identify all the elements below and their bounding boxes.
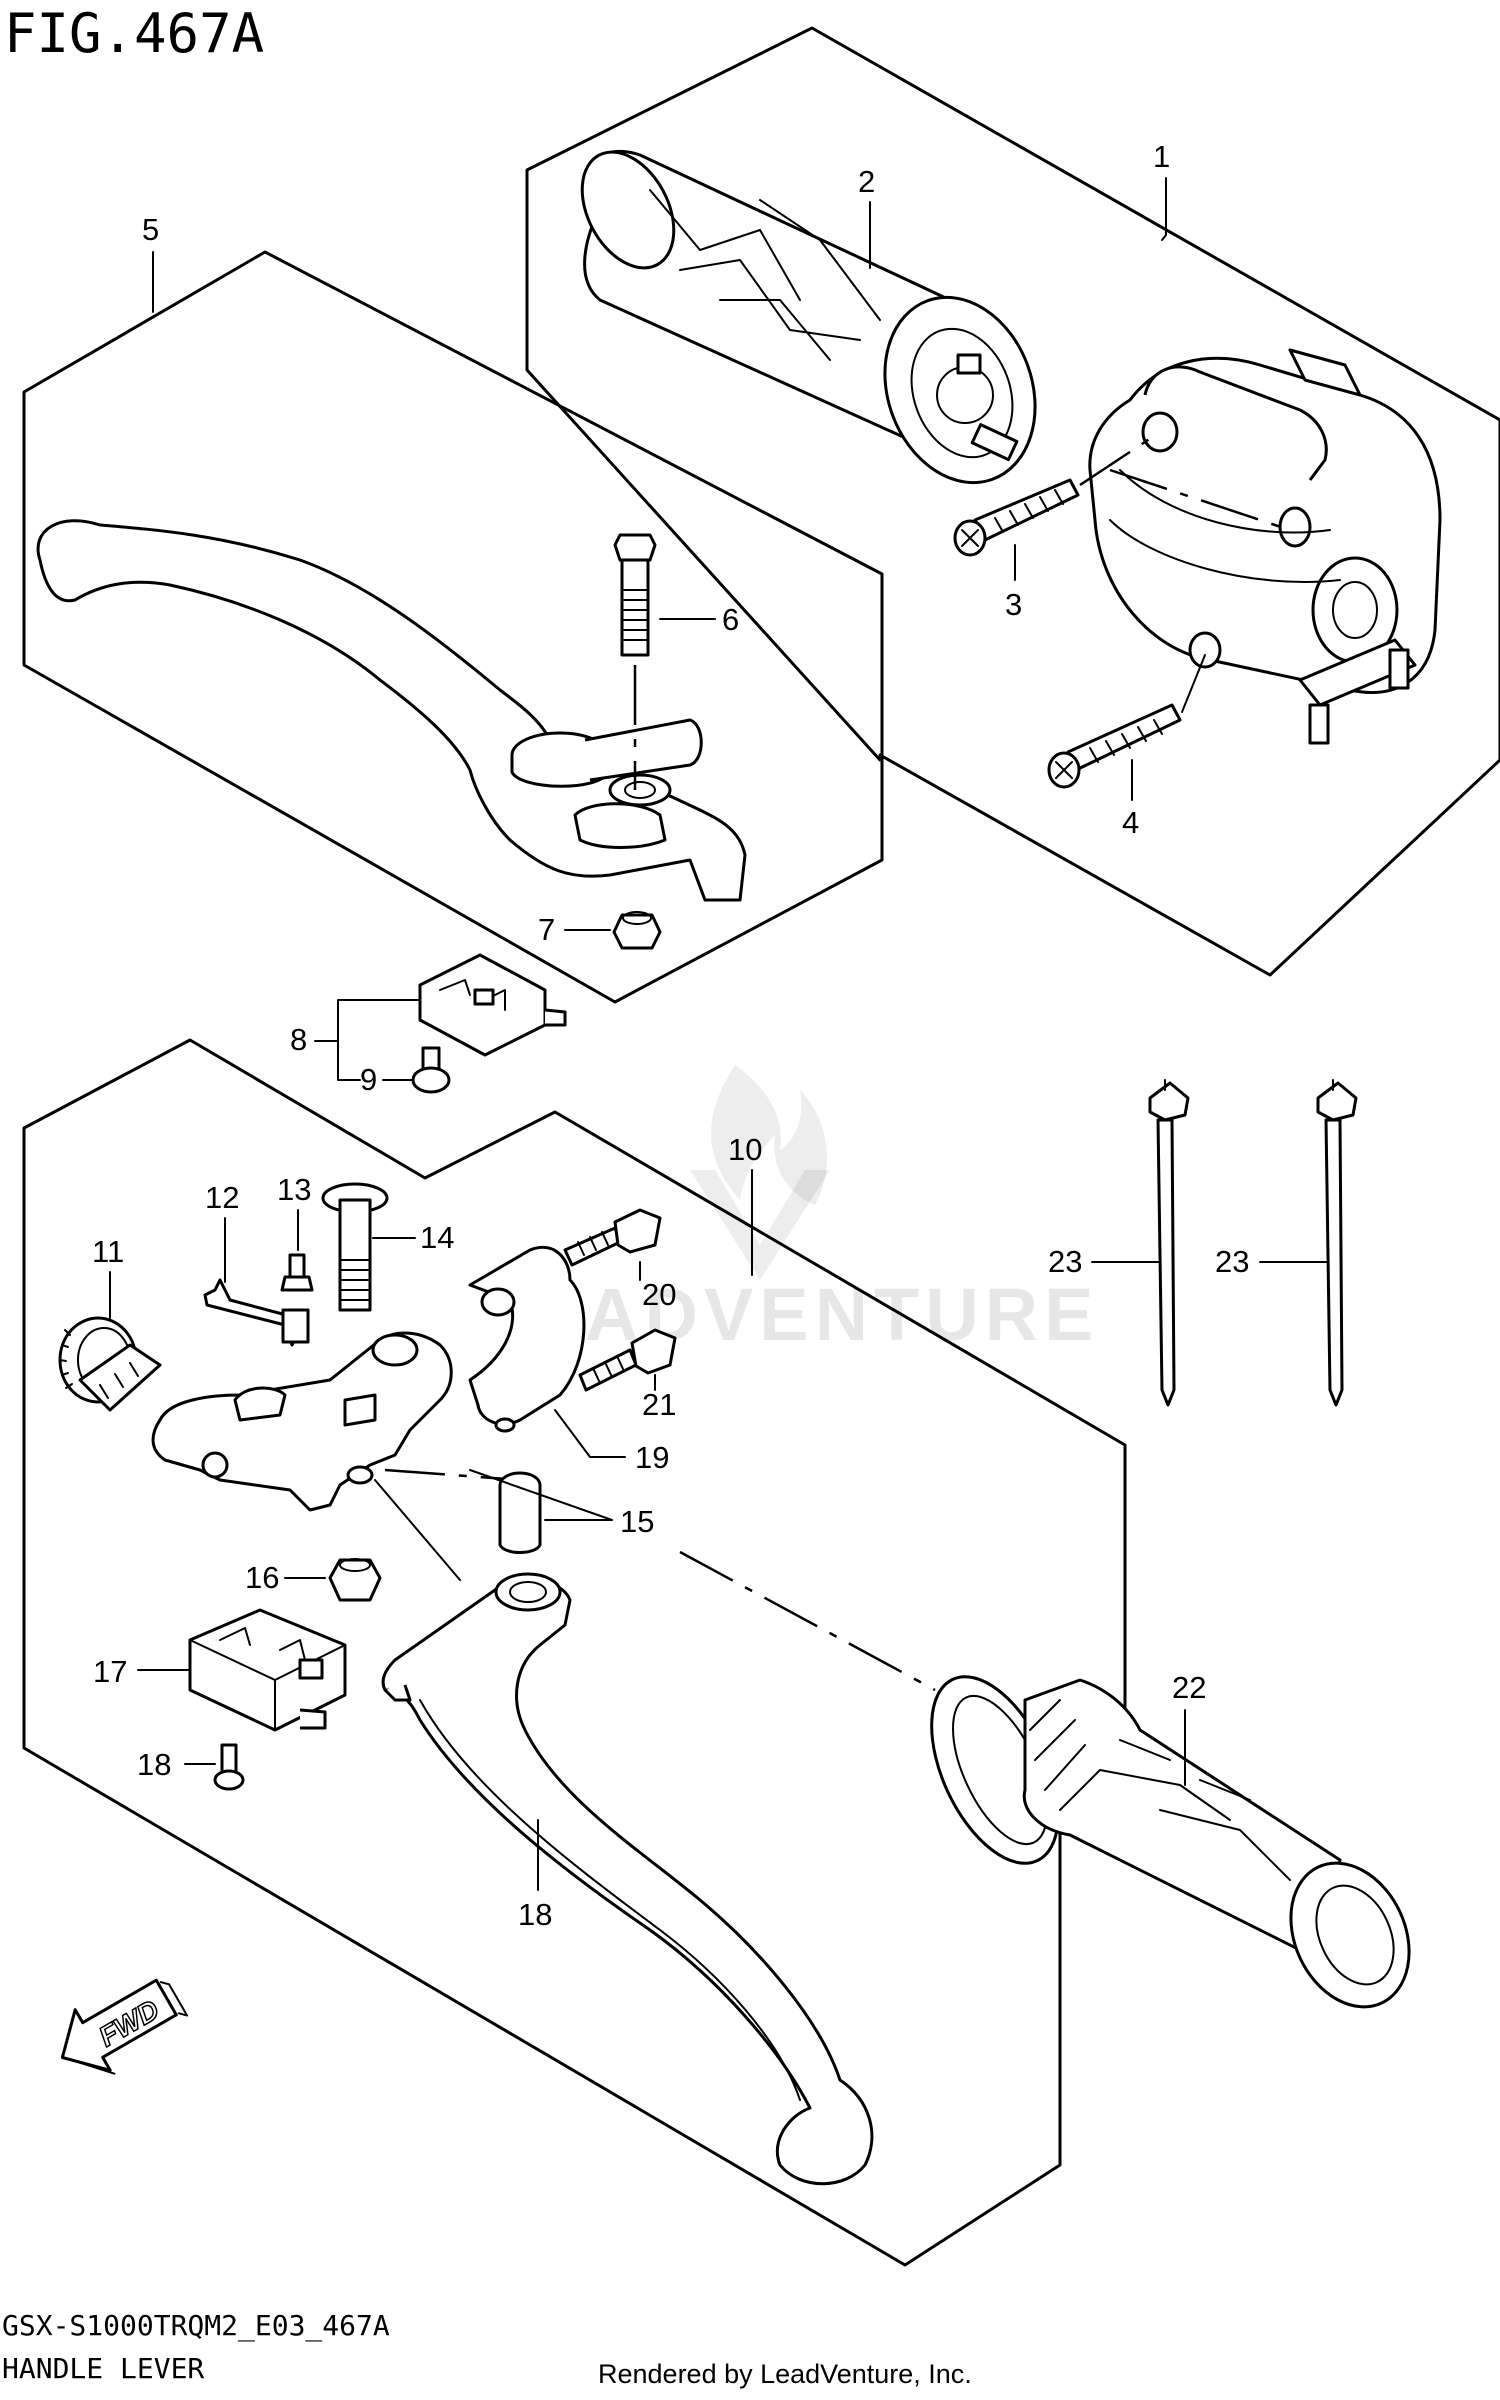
part-7-nut[interactable] [612, 911, 662, 950]
part-21-screw[interactable] [280, 1253, 314, 1292]
axis-line [679, 1550, 936, 1692]
part-17-screw[interactable] [213, 1743, 245, 1791]
part-5-brake-lever[interactable] [36, 519, 747, 902]
part-12-clutch-lever[interactable] [381, 1572, 874, 2186]
part-20-clip[interactable] [203, 1278, 310, 1347]
watermark-v-icon [690, 1170, 830, 1280]
callout-3: 3 [1005, 587, 1022, 622]
callout-19: 11 [92, 1234, 124, 1269]
part-8-brake-switch[interactable] [418, 953, 567, 1057]
callout-18b: 21 [642, 1387, 676, 1422]
callout-12: 18 [518, 1897, 552, 1932]
part-14-collar[interactable] [498, 1471, 542, 1554]
callout-11: 10 [728, 1132, 762, 1167]
part-2-throttle-grip[interactable] [564, 136, 1061, 503]
assembly-box-1 [525, 26, 1500, 977]
leader-1 [1161, 177, 1167, 241]
part-23-cable-tie-left[interactable] [1148, 1079, 1190, 1407]
part-9-screw[interactable] [411, 1046, 451, 1094]
part-15-nut[interactable] [328, 1558, 382, 1602]
callout-8: 8 [290, 1022, 307, 1057]
rendered-by: Rendered by LeadVenture, Inc. [598, 2359, 972, 2389]
part-10-left-grip[interactable] [906, 1657, 1432, 2026]
callout-14: 15 [620, 1504, 654, 1539]
section-name: HANDLE LEVER [2, 2352, 204, 2385]
callout-16: 17 [93, 1654, 127, 1689]
leader-8 [314, 999, 421, 1081]
part-23-cable-tie-right[interactable] [1316, 1079, 1358, 1407]
leader-14 [469, 1469, 613, 1521]
callout-18a: 20 [642, 1277, 676, 1312]
part-6-bolt[interactable] [613, 533, 657, 790]
callout-2: 2 [858, 164, 875, 199]
callout-9: 9 [360, 1062, 377, 1097]
part-4-screw[interactable] [1047, 654, 1206, 789]
part-18-bolt-lower[interactable] [578, 1328, 677, 1392]
callout-23b: 23 [1215, 1244, 1249, 1279]
callout-23a: 23 [1048, 1244, 1082, 1279]
callout-22: 19 [635, 1440, 669, 1475]
callout-13: 14 [420, 1220, 454, 1255]
callout-21: 13 [277, 1172, 311, 1207]
part-13-pivot-bolt[interactable] [321, 1182, 389, 1312]
callout-5: 5 [142, 212, 159, 247]
watermark-flame-icon [711, 1065, 827, 1205]
clutch-lever-holder[interactable] [151, 1331, 521, 1581]
callout-1: 1 [1153, 139, 1170, 174]
part-3-screw[interactable] [953, 430, 1291, 557]
part-22-clamp[interactable] [468, 1245, 586, 1433]
assembly-box-5 [22, 250, 884, 1004]
callout-10: 22 [1172, 1670, 1206, 1705]
leader-22 [554, 1409, 626, 1458]
callout-6: 6 [722, 602, 739, 637]
part-18-bolt-upper[interactable] [563, 1208, 662, 1267]
callout-15: 16 [245, 1560, 279, 1595]
callout-17: 18 [137, 1747, 171, 1782]
model-code: GSX-S1000TRQM2_E03_467A [2, 2309, 390, 2343]
watermark: ADVENTURE [585, 1065, 1093, 1356]
figure-title: FIG.467A [4, 2, 264, 65]
part-1-switch-housing[interactable] [1088, 348, 1442, 745]
callout-20: 12 [205, 1180, 239, 1215]
fwd-arrow-icon: FWD [60, 1978, 189, 2075]
part-19-adjuster[interactable] [58, 1316, 162, 1412]
callout-4: 4 [1122, 805, 1139, 840]
part-16-clutch-switch[interactable] [188, 1608, 347, 1732]
callout-7: 7 [538, 912, 555, 947]
